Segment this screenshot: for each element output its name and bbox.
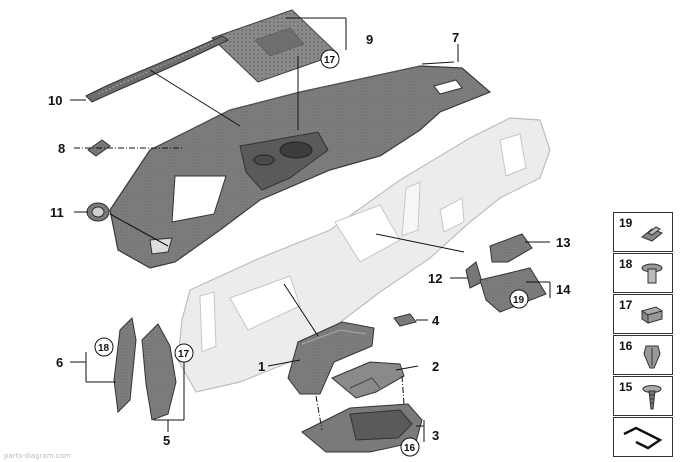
legend-item-16: 16	[613, 335, 673, 375]
legend-item-15: 15	[613, 376, 673, 416]
a-pillar-trim-parts	[113, 316, 177, 421]
legend-number: 17	[619, 298, 633, 312]
push-clip-icon	[643, 345, 661, 369]
circled-ref-17-bottom: 17	[174, 343, 194, 363]
circled-ref-18: 18	[94, 337, 114, 357]
legend-number: 19	[619, 216, 633, 230]
callout-2: 2	[432, 359, 439, 374]
legend-item-17: 17	[613, 294, 673, 334]
instrument-cowl-part	[287, 321, 375, 395]
callout-3: 3	[432, 428, 439, 443]
callout-14: 14	[556, 282, 571, 297]
callout-5: 5	[163, 433, 170, 448]
callout-8: 8	[58, 141, 65, 156]
circled-references: 17 18 17 19 16	[94, 49, 529, 457]
column-cover-part	[331, 361, 405, 399]
svg-text:16: 16	[404, 443, 416, 454]
small-parts-icon	[623, 426, 662, 450]
callout-13: 13	[556, 235, 570, 250]
small-clip-part	[393, 313, 417, 327]
callout-4: 4	[432, 313, 440, 328]
clip-icon	[641, 226, 663, 242]
expanding-rivet-icon	[641, 263, 663, 284]
leader-lines	[70, 17, 551, 442]
spring-nut-icon	[640, 306, 664, 324]
legend-item-19: 19	[613, 212, 673, 252]
round-vent-part	[86, 202, 110, 222]
callout-1: 1	[258, 359, 265, 374]
svg-text:19: 19	[513, 295, 525, 306]
side-trim-parts	[465, 233, 547, 313]
callout-12: 12	[428, 271, 442, 286]
circled-ref-16: 16	[400, 437, 420, 457]
circled-ref-19: 19	[509, 289, 529, 309]
dashboard-carrier-part	[109, 65, 492, 269]
legend-item-small-parts	[613, 417, 673, 457]
legend-number: 18	[619, 257, 633, 271]
screw-icon	[642, 385, 662, 410]
speaker-grille-part	[211, 9, 339, 83]
legend-number: 16	[619, 339, 633, 353]
legend-item-18: 18	[613, 253, 673, 293]
callout-10: 10	[48, 93, 62, 108]
defroster-vent-part	[85, 35, 229, 103]
fastener-legend: 19 18 17 16 15	[613, 212, 673, 460]
callout-numbers: 9 7 10 8 11 13 12 14 4 1 2 3 6 5	[48, 30, 571, 448]
callout-7: 7	[452, 30, 459, 45]
svg-text:17: 17	[178, 349, 190, 360]
callout-6: 6	[56, 355, 63, 370]
instrument-panel-part	[177, 117, 551, 393]
lower-trim-part	[301, 403, 423, 453]
watermark: parts-diagram.com	[4, 452, 71, 460]
svg-text:18: 18	[98, 343, 110, 354]
callout-11: 11	[50, 205, 64, 220]
callout-9: 9	[366, 32, 373, 47]
circled-ref-17-top: 17	[320, 49, 340, 69]
svg-text:17: 17	[324, 55, 336, 66]
legend-number: 15	[619, 380, 633, 394]
